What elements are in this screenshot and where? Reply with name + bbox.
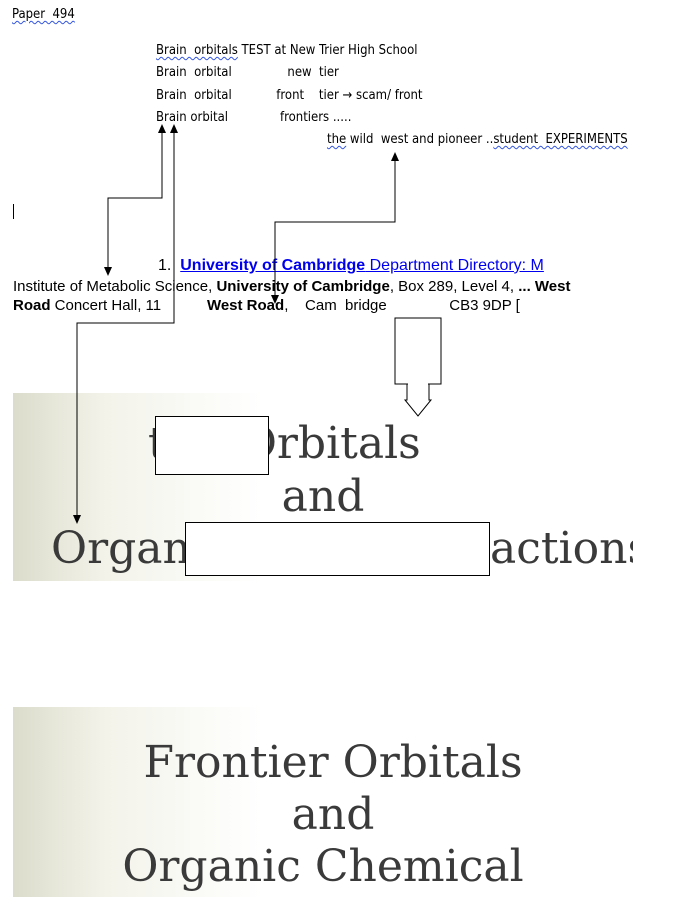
note-line-3: Brain orbital front tier → scam/ front [156,88,423,103]
search-result-title: 1. University of Cambridge Department Di… [158,257,544,275]
snippet-2: University of Cambridge [216,278,390,295]
note-line-1-b: TEST at New Trier High School [237,43,418,58]
snippet-1: Institute of Metabolic Science, [13,278,217,295]
snippet-3: , Box 289, Level 4, [389,278,519,295]
snippet-8: , Cam bridge CB3 9DP [ [284,297,520,314]
cover1-line2: and [281,471,365,522]
book-cover: Frontier Orbitals and Organic Chemical R… [13,707,633,897]
cover1-line3-b: actions [490,523,633,574]
result-number: 1. [158,257,172,274]
note-line-4: Brain orbital frontiers ..... [156,110,352,125]
result-link[interactable]: University of Cambridge Department Direc… [180,257,544,274]
note-line-2: Brain orbital new tier [156,65,339,80]
text-cursor [13,204,14,219]
note-line-5-b: wild west and pioneer .. [346,132,494,147]
snippet-5: Road [13,297,51,314]
snippet-6: Concert Hall, 11 [50,297,207,314]
paper-header: Paper 494 [12,7,75,22]
snippet-4: ... West [518,278,571,295]
result-link-rest: Department Directory: M [365,257,544,274]
result-link-bold: University of Cambridge [180,257,366,274]
note-line-1-a: Brain orbitals [156,43,238,58]
arrowhead-up-1 [158,124,166,133]
cover1-line3-a: Organ [51,523,191,574]
note-line-5-c: student EXPERIMENTS [493,132,628,147]
cover2-line2: and [291,789,375,840]
arrow-connector-2 [76,130,175,516]
cover2-line3: Organic Chemical Reactions [122,841,524,897]
arrow-connector-1 [107,130,163,268]
cover2-line1: Frontier Orbitals [143,737,523,788]
redaction-box-1 [155,416,269,475]
note-line-5: the wild west and pioneer ..student EXPE… [327,132,628,147]
note-line-5-a: the [327,132,347,147]
arrow-connector-3 [274,158,396,296]
result-snippet: Institute of Metabolic Science, Universi… [13,277,570,315]
redaction-box-2 [185,522,490,576]
block-arrow-down-icon [403,382,433,417]
note-line-1: Brain orbitals TEST at New Trier High Sc… [156,43,417,58]
arrowhead-down-1 [104,267,112,276]
